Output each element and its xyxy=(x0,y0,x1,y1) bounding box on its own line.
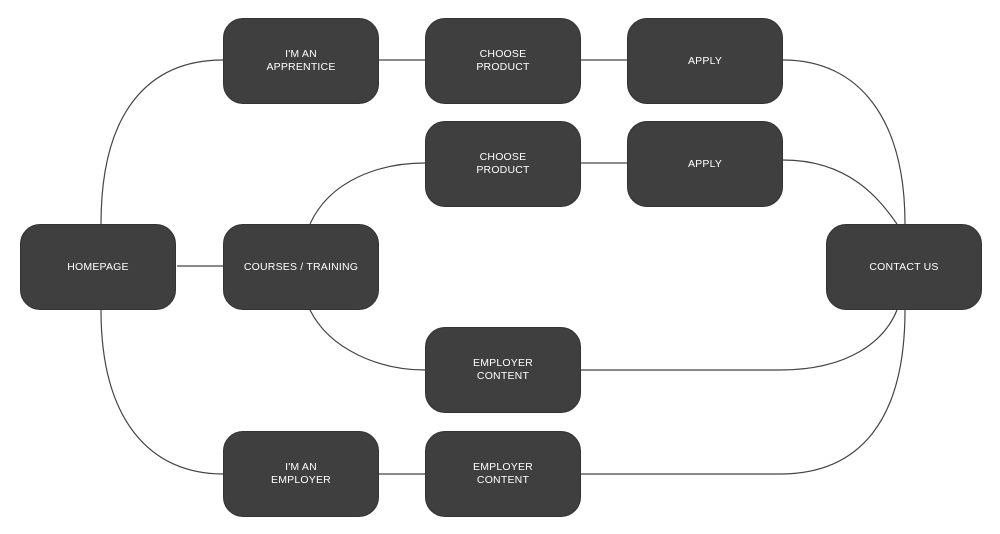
choose-product-node-2[interactable]: CHOOSE PRODUCT xyxy=(425,121,581,207)
connector-homepage-apprentice xyxy=(100,59,224,225)
apply-node-2[interactable]: APPLY xyxy=(627,121,783,207)
connector-employer-content-contact xyxy=(581,309,898,371)
connector-apply-contact xyxy=(782,59,906,225)
contact-us-node[interactable]: CONTACT US xyxy=(826,224,982,310)
employer-node[interactable]: I'M AN EMPLOYER xyxy=(223,431,379,517)
connector-courses-employer-content xyxy=(309,309,426,371)
connector-employer-content-2-contact xyxy=(581,309,906,475)
connector-courses-choose-product xyxy=(309,162,426,225)
choose-product-node[interactable]: CHOOSE PRODUCT xyxy=(425,18,581,104)
apply-node[interactable]: APPLY xyxy=(627,18,783,104)
homepage-node[interactable]: HOMEPAGE xyxy=(20,224,176,310)
courses-training-node[interactable]: COURSES / TRAINING xyxy=(223,224,379,310)
employer-content-node[interactable]: EMPLOYER CONTENT xyxy=(425,327,581,413)
apprentice-node[interactable]: I'M AN APPRENTICE xyxy=(223,18,379,104)
employer-content-node-2[interactable]: EMPLOYER CONTENT xyxy=(425,431,581,517)
connector-homepage-employer xyxy=(100,309,224,475)
connector-apply-2-contact xyxy=(782,159,898,225)
